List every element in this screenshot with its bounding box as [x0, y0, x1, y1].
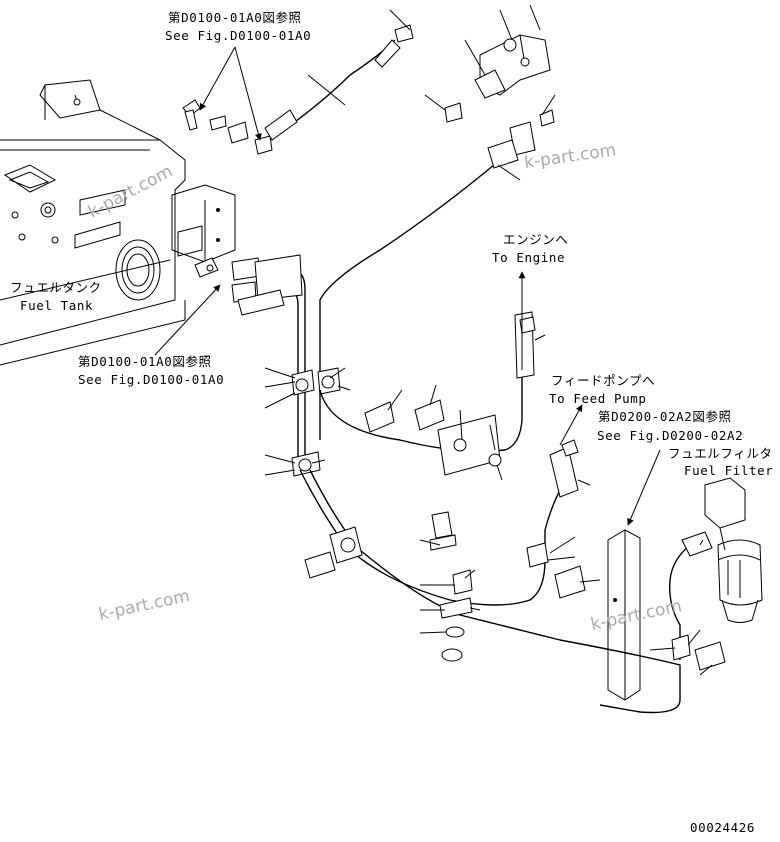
- fuel-tank: [0, 79, 236, 366]
- main-pipes: [231, 254, 535, 477]
- ref-top-en: See Fig.D0100-01A0: [165, 28, 311, 43]
- feed-pump-jp: フィードポンプへ: [551, 373, 655, 388]
- watermark-3: k-part.com: [97, 586, 192, 625]
- engine-en: To Engine: [492, 250, 565, 265]
- ref-right-jp: 第D0200-02A2図参照: [598, 409, 732, 424]
- ref-right-en: See Fig.D0200-02A2: [597, 428, 743, 443]
- fuel-tank-jp: フュエルタンク: [10, 280, 102, 295]
- watermark-1: k-part.com: [523, 140, 617, 173]
- text-labels: 第D0100-01A0図参照 See Fig.D0100-01A0 フュエルタン…: [10, 10, 773, 478]
- ref-top-jp: 第D0100-01A0図参照: [168, 10, 302, 25]
- fuel-filter-jp: フュエルフィルタ: [668, 446, 773, 461]
- fuel-filter-en: Fuel Filter: [684, 463, 773, 478]
- fuel-filter: [607, 477, 763, 701]
- watermark-4: k-part.com: [589, 596, 684, 635]
- lower-pipes: [299, 316, 681, 714]
- ref-left-jp: 第D0100-01A0図参照: [78, 354, 212, 369]
- ref-left-en: See Fig.D0100-01A0: [78, 372, 224, 387]
- watermark-2: k-part.com: [85, 161, 176, 222]
- feed-pump-en: To Feed Pump: [549, 391, 647, 406]
- return-fittings: [182, 99, 273, 155]
- leader-lines: [264, 4, 713, 676]
- engine-jp: エンジンへ: [503, 232, 569, 247]
- fuel-tank-en: Fuel Tank: [20, 298, 93, 313]
- drawing-number: 00024426: [690, 820, 755, 835]
- upper-hoses: [264, 24, 555, 440]
- reference-arrows: [154, 46, 661, 526]
